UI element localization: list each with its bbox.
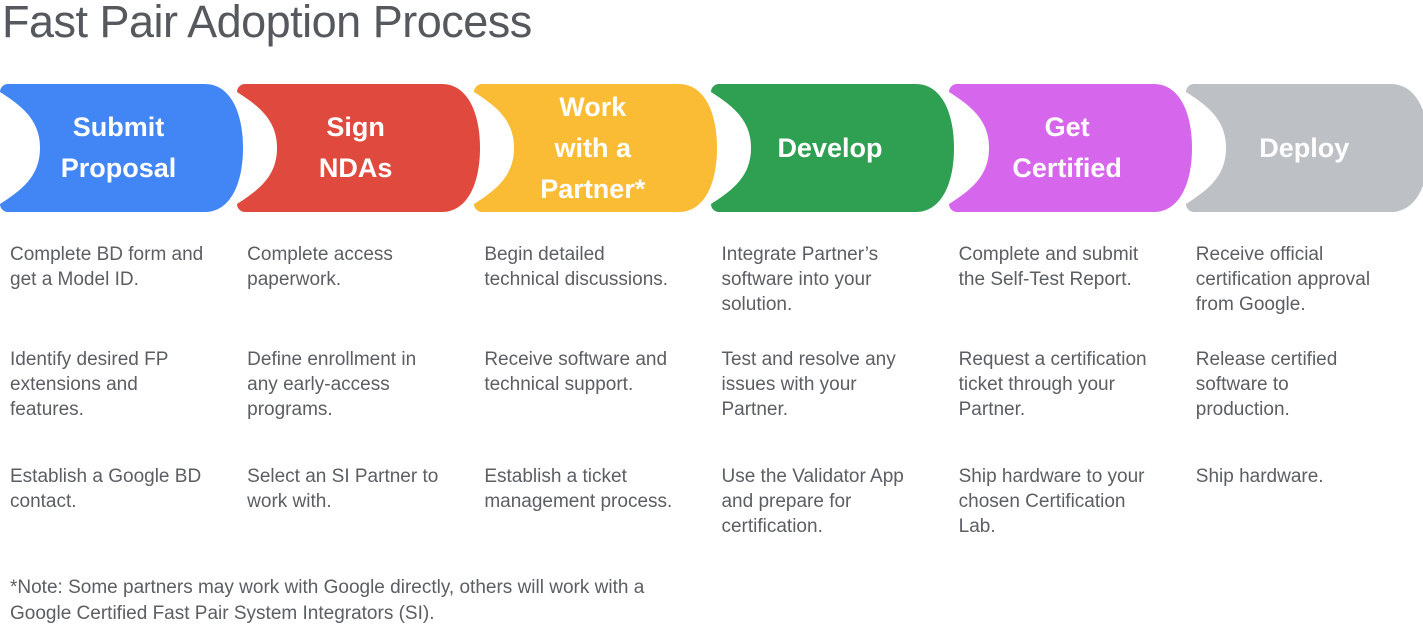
stage-label-get-certified: Get Certified [1012, 112, 1122, 183]
stage-shape-sign-ndas [237, 84, 481, 212]
submit-proposal-item-1: Complete BD form and get a Model ID. [10, 244, 204, 290]
step-row-1: Complete BD form and get a Model ID. Com… [0, 242, 1423, 317]
stage-label-deploy: Deploy [1259, 132, 1350, 163]
develop-item-2: Test and resolve any issues with your Pa… [721, 349, 896, 420]
work-with-a-partner-item-3: Establish a ticket management process. [484, 466, 673, 512]
deploy-item-3: Ship hardware. [1195, 466, 1324, 487]
stage-shape-path [1185, 84, 1423, 212]
stage-shape-submit-proposal [0, 84, 243, 212]
stage-label-work-with-a-partner: Work with a Partner* [540, 91, 646, 204]
stage-shape-path [711, 84, 955, 212]
sign-ndas-item-2: Define enrollment in any early-access pr… [247, 349, 417, 420]
get-certified-item-2: Request a certification ticket through y… [958, 349, 1147, 420]
stage-get-certified: Get Certified [948, 84, 1192, 212]
stage-deploy: Deploy [1185, 84, 1423, 212]
stage-label-develop: Develop [777, 132, 883, 163]
process-stage-band: Submit Proposal Sign NDAs Work with a Pa… [0, 84, 1423, 212]
get-certified-item-3: Ship hardware to your chosen Certificati… [958, 466, 1145, 537]
get-certified-item-1: Complete and submit the Self-Test Report… [958, 244, 1139, 290]
stage-work-with-a-partner: Work with a Partner* [474, 84, 718, 212]
stage-shape-path [0, 84, 243, 212]
stage-shape-path [474, 84, 718, 212]
develop-item-1: Integrate Partner’s software into your s… [721, 244, 879, 315]
submit-proposal-item-2: Identify desired FP extensions and featu… [10, 349, 169, 420]
deploy-item-1: Receive official certification approval … [1195, 244, 1371, 315]
stage-develop: Develop [711, 84, 955, 212]
stage-shape-get-certified [948, 84, 1192, 212]
sign-ndas-item-1: Complete access paperwork. [247, 244, 393, 290]
page-title: Fast Pair Adoption Process [2, 0, 532, 47]
stage-submit-proposal: Submit Proposal [0, 84, 243, 212]
step-row-3: Establish a Google BD contact. Select an… [0, 464, 1423, 539]
sign-ndas-item-3: Select an SI Partner to work with. [247, 466, 439, 512]
stage-label-submit-proposal: Submit Proposal [60, 112, 177, 183]
stage-sign-ndas: Sign NDAs [237, 84, 481, 212]
stage-label-sign-ndas: Sign NDAs [318, 112, 393, 183]
work-with-a-partner-item-1: Begin detailed technical discussions. [484, 244, 669, 290]
footnote: *Note: Some partners may work with Googl… [10, 577, 645, 624]
stage-shape-path [948, 84, 1192, 212]
step-row-2: Identify desired FP extensions and featu… [0, 347, 1423, 422]
develop-item-3: Use the Validator App and prepare for ce… [721, 466, 904, 537]
stage-shape-path [237, 84, 481, 212]
stage-shape-work-with-a-partner [474, 84, 718, 212]
stage-shape-develop [711, 84, 955, 212]
work-with-a-partner-item-2: Receive software and technical support. [484, 349, 668, 395]
stage-shape-deploy [1185, 84, 1423, 212]
submit-proposal-item-3: Establish a Google BD contact. [10, 466, 202, 512]
deploy-item-2: Release certified software to production… [1195, 349, 1338, 420]
